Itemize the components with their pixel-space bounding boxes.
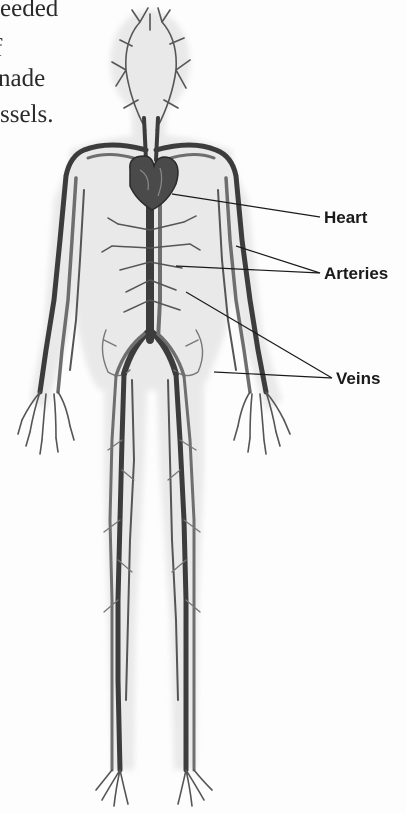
right-foot-vessels — [178, 770, 212, 806]
right-hand-vessels — [234, 392, 290, 454]
left-foot-vessels — [96, 770, 128, 806]
arteries-label: Arteries — [324, 264, 388, 284]
heart-label: Heart — [324, 208, 367, 228]
left-hand-vessels — [18, 392, 74, 454]
veins-label: Veins — [336, 369, 380, 389]
